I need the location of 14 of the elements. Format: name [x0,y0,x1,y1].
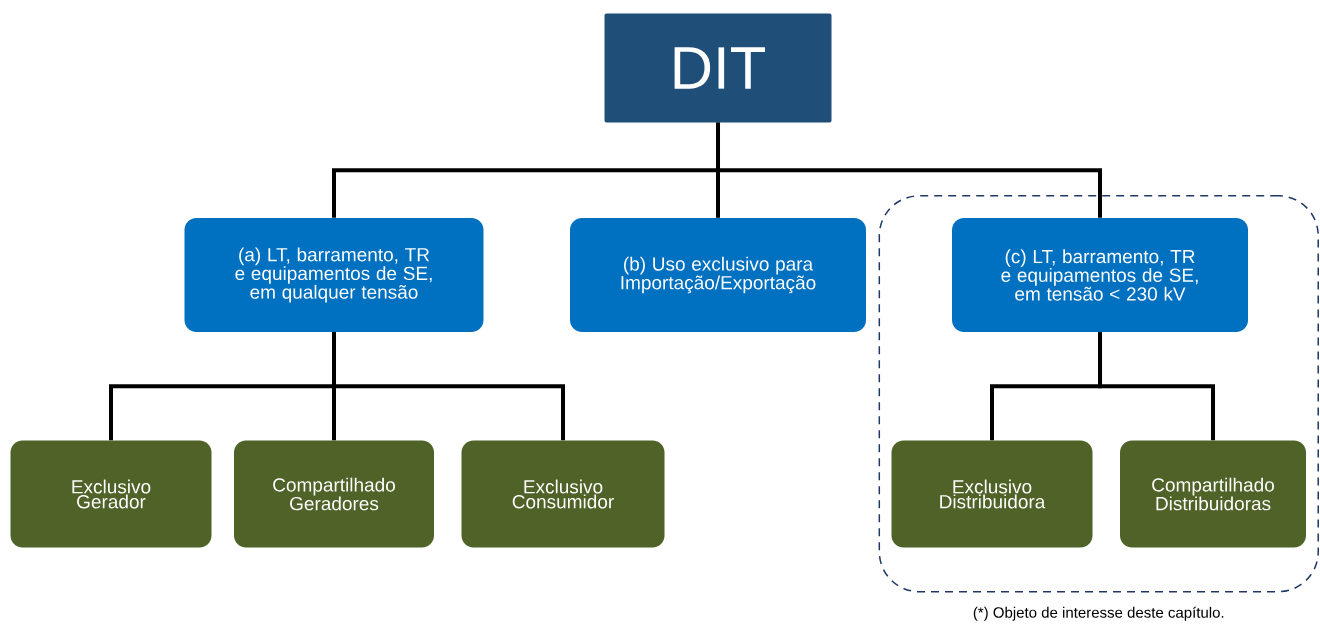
category-box: (c) LT, barramento, TR e equipamentos de SE, em tensão < 230 kV [952,218,1248,332]
connector-line [332,332,565,441]
leaf-box: Exclusivo Gerador [10,440,212,548]
leaf-box: Exclusivo Distribuidora [891,440,1093,548]
category-box: (b) Uso exclusivo para Importação/Exportação [570,218,866,332]
leaf-box: Compartilhado Distribuidoras [1120,440,1306,548]
category-box: (a) LT, barramento, TR e equipamentos de SE, em qualquer tensão [184,218,484,332]
note-text: (*) Objeto de interesse deste capítulo. [973,606,1224,621]
connector-line [1098,332,1215,441]
leaf-box: Exclusivo Consumidor [461,440,665,548]
dashed-group-box [878,195,1319,593]
leaf-box: Compartilhado Geradores [234,440,434,548]
title-box: DIT [604,13,832,123]
connector-line [716,122,1102,218]
